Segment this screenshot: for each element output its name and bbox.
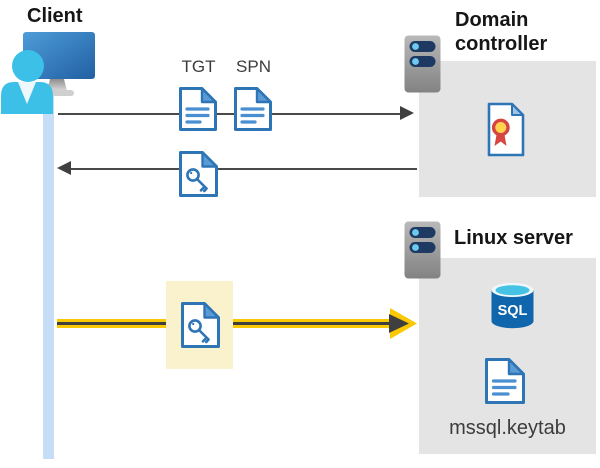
kerberos-ticket-arrow-head-icon [389,308,417,339]
request-arrow-head-icon [400,106,414,120]
keytab-file-label: mssql.keytab [449,417,566,439]
spn-document-icon [234,87,272,131]
linux-server-label: Linux server [454,227,573,249]
tgt-document-icon [179,87,217,131]
domain-controller-server-icon [404,35,441,93]
spn-label: SPN [236,57,271,76]
request-arrow-line [58,113,402,115]
domain-controller-label: Domain controller [455,9,548,55]
response-arrow-head-icon [57,161,71,175]
client-lifeline [43,96,54,459]
client-computer-user-icon [1,32,95,114]
tgt-label: TGT [181,57,216,76]
client-label: Client [27,5,83,27]
key-ticket-document-icon [179,151,218,197]
linux-server-icon [404,221,441,279]
sql-database-icon: SQL [491,283,534,329]
highlighted-key-ticket-document-icon [181,302,220,348]
sql-icon-text: SQL [498,303,528,319]
certificate-document-icon [487,102,525,157]
keytab-document-icon [485,358,525,404]
response-arrow-line [70,168,417,170]
